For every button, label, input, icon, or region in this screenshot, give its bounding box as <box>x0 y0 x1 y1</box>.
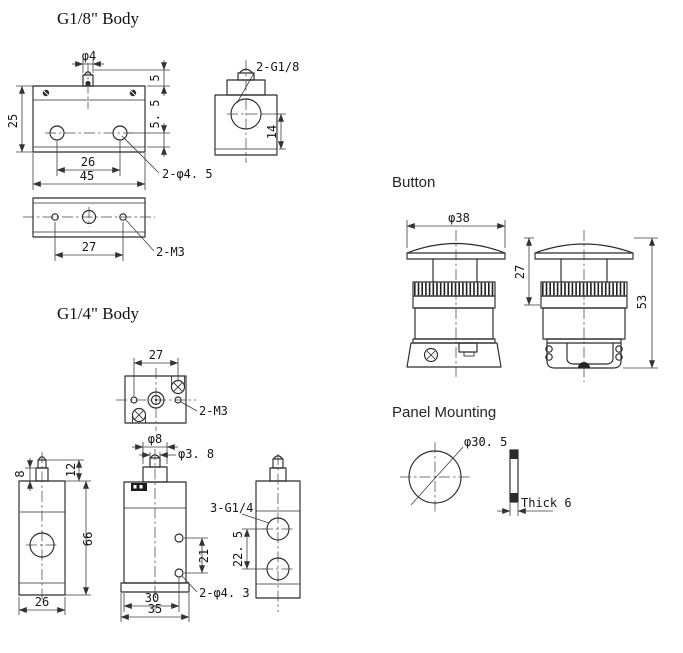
g14-body-top-view: 27 2-M3 <box>116 348 228 431</box>
panel-washer-side-view: Thick 6 <box>497 449 572 516</box>
dim-35: 35 <box>148 602 162 616</box>
g14-body-front-view: φ8 φ3. 8 21 2-φ4. 3 30 35 <box>120 432 250 622</box>
dim-26: 26 <box>35 595 49 609</box>
dim-66: 66 <box>81 532 95 546</box>
dim-phi4: φ4 <box>82 49 96 63</box>
screw-icon <box>423 347 439 363</box>
g18-body-side-view: 2-G1/8 14 <box>214 60 299 163</box>
g18-body-bottom-view: 27 2-M3 <box>23 197 185 261</box>
screw-icon <box>131 407 147 423</box>
dim-5: 5 <box>148 74 162 81</box>
label-2-phi4-3: 2-φ4. 3 <box>199 586 250 600</box>
dim-phi38: φ38 <box>448 211 470 225</box>
label-3-g14: 3-G1/4 <box>210 501 253 515</box>
dim-27: 27 <box>82 240 96 254</box>
dim-30: 30 <box>145 591 159 605</box>
dim-22-5: 22. 5 <box>231 531 245 567</box>
dim-45: 45 <box>80 169 94 183</box>
panel-title: Panel Mounting <box>392 404 496 421</box>
dim-phi3-8: φ3. 8 <box>178 447 214 461</box>
label-2-m3: 2-M3 <box>199 404 228 418</box>
nameplate <box>131 483 147 491</box>
dim-27: 27 <box>149 348 163 362</box>
dim-phi30-5: φ30. 5 <box>464 435 507 449</box>
button-side-view: 27 53 <box>513 230 658 382</box>
g18-title: G1/8" Body <box>57 9 140 28</box>
dim-27: 27 <box>513 265 527 279</box>
dim-25: 25 <box>6 114 20 128</box>
label-2-g18: 2-G1/8 <box>256 60 299 74</box>
dim-26: 26 <box>81 155 95 169</box>
dim-12: 12 <box>64 463 78 477</box>
button-title: Button <box>392 174 435 191</box>
dim-14: 14 <box>265 125 279 139</box>
dim-5-5: 5. 5 <box>148 100 162 129</box>
label-2-phi4-5: 2-φ4. 5 <box>162 167 213 181</box>
label-thick: Thick 6 <box>521 496 572 510</box>
g14-body-right-view: 22. 5 3-G1/4 <box>210 454 301 612</box>
dim-phi8: φ8 <box>148 432 162 446</box>
panel-mounting-hole-view: φ30. 5 <box>400 435 507 512</box>
g14-title: G1/4" Body <box>57 304 140 323</box>
g18-body-front-view: φ4 5 5. 5 25 26 45 2-φ4. 5 <box>6 49 213 190</box>
g14-body-left-view: 8 12 66 26 <box>13 452 95 615</box>
dim-8: 8 <box>13 470 27 477</box>
dim-21: 21 <box>197 549 211 563</box>
label-2-m3: 2-M3 <box>156 245 185 259</box>
button-front-view: φ38 <box>406 211 506 377</box>
dim-53: 53 <box>635 295 649 309</box>
